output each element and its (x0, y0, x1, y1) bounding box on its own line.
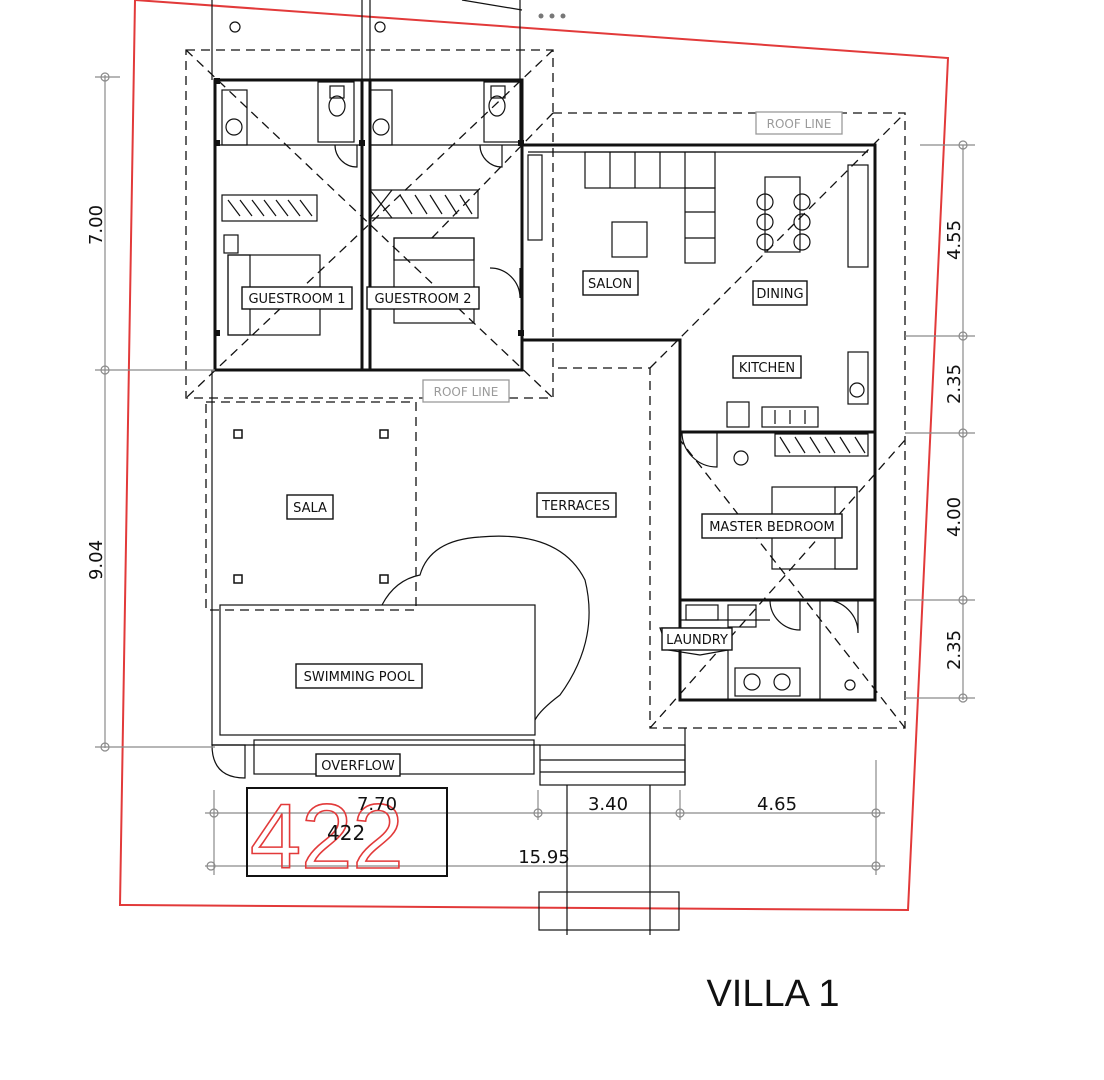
label-guestroom-2: GUESTROOM 2 (366, 286, 480, 310)
dim-right-1: 4.55 (944, 220, 965, 260)
plot-number-text: 422 (327, 821, 365, 845)
roof-line-label-2: ROOF LINE (422, 379, 510, 403)
svg-text:ROOF LINE: ROOF LINE (434, 385, 499, 399)
dim-bottom-1: 7.70 (357, 794, 397, 815)
label-master-bedroom: MASTER BEDROOM (701, 513, 843, 539)
guest-wing-roofline (185, 49, 554, 399)
main-wing-roofline (429, 112, 906, 729)
svg-text:DINING: DINING (756, 287, 803, 302)
outdoor-area (205, 370, 686, 786)
dim-left-bottom: 9.04 (86, 540, 107, 580)
svg-text:LAUNDRY: LAUNDRY (666, 633, 728, 648)
plot-number: 422 422 (246, 785, 448, 889)
villa-title: VILLA 1 (706, 973, 839, 1015)
svg-text:SALA: SALA (293, 501, 327, 516)
svg-text:MASTER BEDROOM: MASTER BEDROOM (709, 520, 835, 535)
roof-line-label-1: ROOF LINE (755, 111, 843, 135)
svg-text:SALON: SALON (588, 277, 632, 292)
plot-number-outline: 422 (250, 786, 404, 888)
dim-right-2: 2.35 (944, 364, 965, 404)
dim-left-top: 7.00 (86, 205, 107, 245)
dim-right-3: 4.00 (944, 497, 965, 537)
label-swimming-pool: SWIMMING POOL (295, 663, 423, 689)
svg-text:SWIMMING POOL: SWIMMING POOL (304, 670, 415, 685)
svg-text:TERRACES: TERRACES (541, 499, 610, 514)
label-terraces: TERRACES (536, 492, 617, 518)
svg-text:KITCHEN: KITCHEN (739, 361, 795, 376)
top-entry-lines (211, 0, 523, 80)
guestroom-walls (213, 78, 524, 372)
label-salon: SALON (582, 270, 639, 296)
dimension-lines (95, 72, 975, 875)
label-overflow: OVERFLOW (315, 753, 401, 777)
driveway (538, 785, 680, 935)
label-kitchen: KITCHEN (732, 355, 802, 379)
svg-text:GUESTROOM 2: GUESTROOM 2 (374, 292, 471, 307)
more-dots-icon[interactable] (538, 13, 566, 19)
label-sala: SALA (286, 494, 334, 520)
svg-text:GUESTROOM 1: GUESTROOM 1 (248, 292, 345, 307)
dim-bottom-3: 4.65 (757, 794, 797, 815)
dim-right-4: 2.35 (944, 630, 965, 670)
svg-text:OVERFLOW: OVERFLOW (321, 759, 395, 774)
svg-text:ROOF LINE: ROOF LINE (767, 117, 832, 131)
label-laundry: LAUNDRY (661, 627, 733, 651)
dim-bottom-2: 3.40 (588, 794, 628, 815)
main-house-walls (522, 143, 877, 702)
property-boundary (118, 0, 950, 912)
label-guestroom-1: GUESTROOM 1 (241, 286, 353, 310)
dim-bottom-total: 15.95 (518, 847, 570, 868)
label-dining: DINING (752, 280, 808, 306)
